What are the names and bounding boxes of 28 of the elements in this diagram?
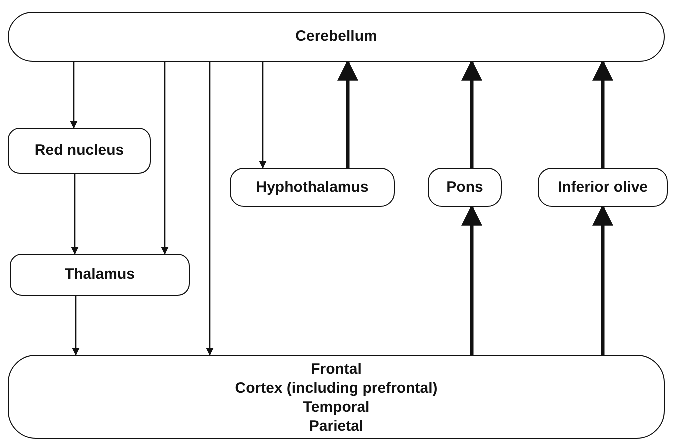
arrow xyxy=(592,204,614,355)
node-label: Red nucleus xyxy=(34,142,124,160)
rounded-box xyxy=(10,254,190,296)
node-label: Hyphothalamus xyxy=(256,178,369,196)
node-label: Cerebellum xyxy=(296,28,378,46)
node-label: Pons xyxy=(446,178,484,196)
arrow xyxy=(70,62,78,129)
arrow xyxy=(462,60,482,168)
rounded-box xyxy=(8,355,665,439)
arrow xyxy=(259,62,267,169)
arrow xyxy=(71,174,79,255)
arrow xyxy=(72,296,80,356)
arrow xyxy=(462,204,482,355)
arrow xyxy=(161,62,169,255)
rounded-box xyxy=(538,168,668,207)
rounded-box xyxy=(8,12,665,62)
node-label: Thalamus xyxy=(64,266,136,284)
node-label: Cortex (including prefrontal) xyxy=(235,379,438,398)
node-label: Temporal xyxy=(303,398,370,417)
arrow xyxy=(592,60,614,168)
arrow xyxy=(338,60,358,168)
node-label: Parietal xyxy=(309,417,364,436)
rounded-box xyxy=(8,128,151,174)
rounded-box xyxy=(428,168,502,207)
node-label: Inferior olive xyxy=(558,178,648,196)
node-label: Frontal xyxy=(311,360,362,379)
rounded-box xyxy=(230,168,395,207)
arrow xyxy=(206,62,214,356)
